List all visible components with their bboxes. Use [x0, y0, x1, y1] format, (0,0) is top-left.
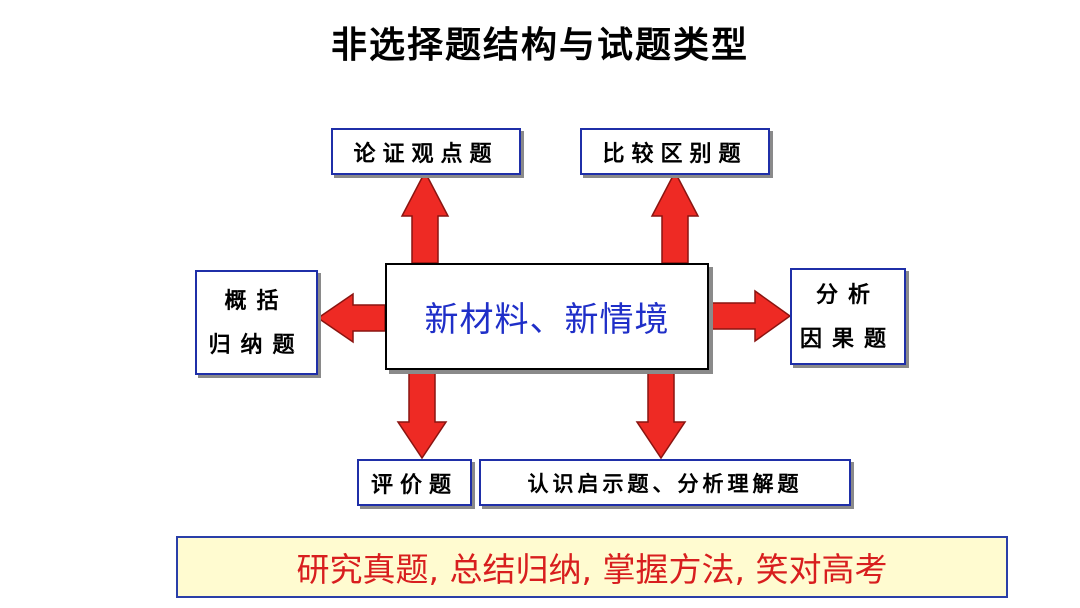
arrow-down-left	[396, 369, 448, 460]
box-summarize-line2: 归纳题	[208, 331, 305, 358]
center-label: 新材料、新情境	[424, 300, 670, 340]
box-compare-label: 比较区别题	[602, 140, 748, 167]
center-box: 新材料、新情境	[385, 263, 709, 370]
box-insight-label: 认识启示题、分析理解题	[527, 470, 803, 496]
page-title: 非选择题结构与试题类型	[330, 25, 749, 66]
box-argument-question: 论证观点题	[331, 128, 521, 175]
box-compare-question: 比较区别题	[580, 128, 770, 175]
arrow-down-right	[635, 369, 687, 460]
arrow-right	[708, 289, 792, 343]
box-summarize-question: 概括 归纳题	[195, 270, 318, 375]
slogan-banner: 研究真题, 总结归纳, 掌握方法, 笑对高考	[176, 536, 1008, 598]
arrow-up-right	[650, 170, 700, 264]
box-evaluate-label: 评价题	[370, 471, 458, 498]
arrow-up-left	[400, 170, 450, 264]
box-insight-question: 认识启示题、分析理解题	[479, 459, 851, 506]
box-cause-question: 分析 因果题	[790, 268, 906, 365]
box-cause-line2: 因果题	[799, 325, 896, 352]
slogan-text: 研究真题, 总结归纳, 掌握方法, 笑对高考	[296, 550, 888, 589]
arrow-left	[316, 292, 386, 344]
box-evaluate-question: 评价题	[357, 459, 472, 506]
box-argument-label: 论证观点题	[353, 140, 499, 167]
box-summarize-line1: 概括	[224, 287, 289, 314]
box-cause-line1: 分析	[815, 281, 880, 308]
